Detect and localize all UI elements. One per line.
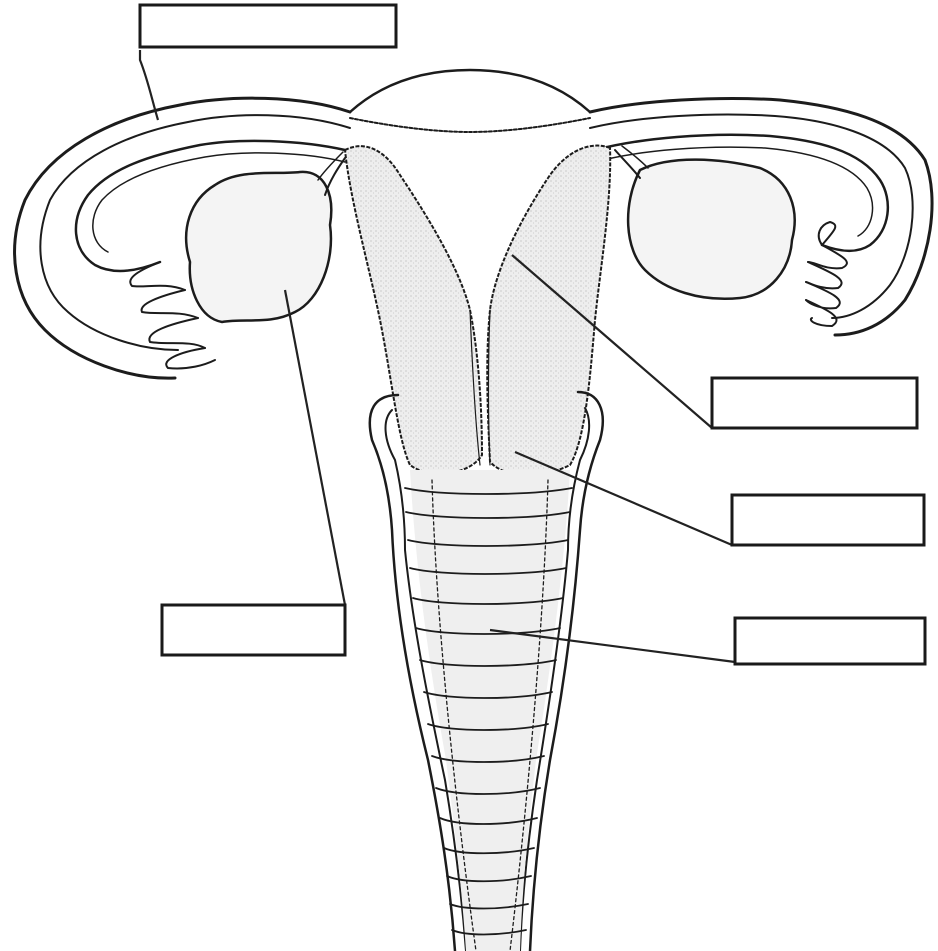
label-box-uterus[interactable] — [712, 378, 917, 428]
label-box-fallopian-tube[interactable] — [140, 5, 396, 47]
label-box-cervix[interactable] — [732, 495, 924, 545]
label-box-vagina[interactable] — [735, 618, 925, 664]
leader-fallopian-tube — [140, 50, 158, 120]
leader-ovary — [285, 290, 345, 605]
label-box-ovary[interactable] — [162, 605, 345, 655]
uterus-fundus — [350, 70, 590, 132]
ovary-left — [186, 152, 345, 322]
vagina — [370, 392, 603, 951]
ovary-right — [615, 146, 795, 299]
fimbriae-right — [806, 222, 847, 326]
